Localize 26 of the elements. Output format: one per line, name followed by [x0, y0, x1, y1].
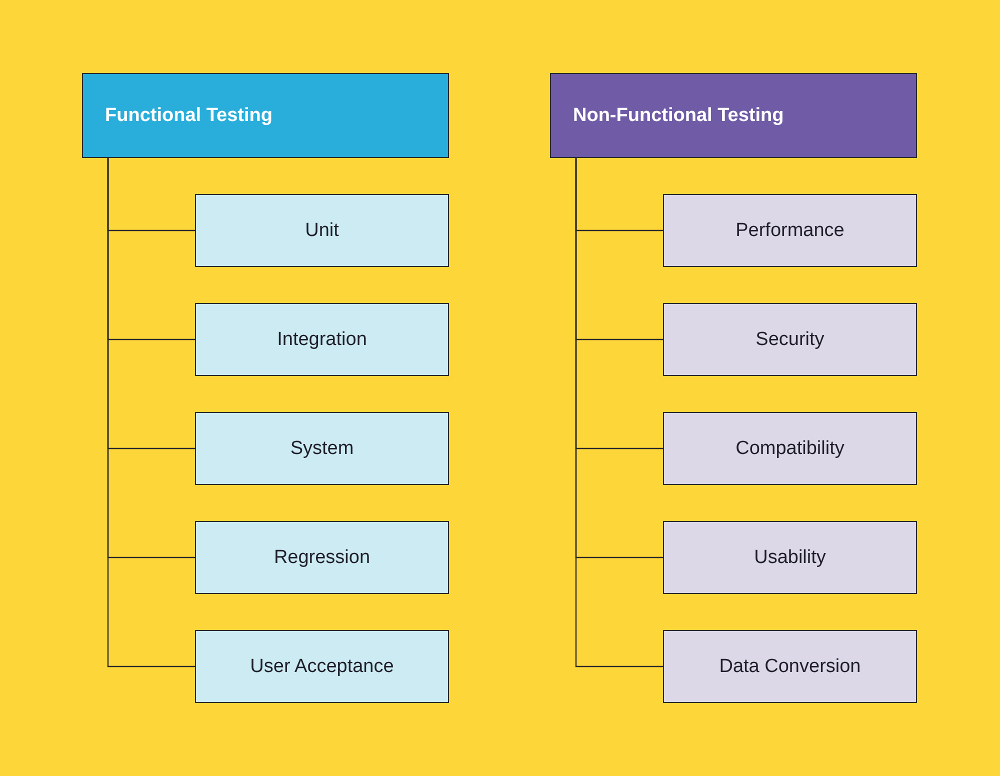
test-type-label: Performance [736, 220, 844, 242]
test-type-box [663, 630, 917, 703]
category-header-box [82, 73, 449, 158]
connector-line [107, 158, 195, 668]
test-type-label: User Acceptance [250, 656, 394, 678]
test-type-box [663, 412, 917, 485]
test-type-box [195, 521, 449, 594]
category-title: Non-Functional Testing [573, 104, 784, 126]
test-type-label: Data Conversion [719, 656, 861, 678]
test-type-label: Unit [305, 220, 339, 242]
test-type-label: Regression [274, 546, 370, 568]
test-type-box [663, 521, 917, 594]
test-type-label: Compatibility [736, 438, 844, 460]
test-type-box [195, 630, 449, 703]
test-type-box [663, 194, 917, 267]
test-type-box [663, 303, 917, 376]
test-type-label: Integration [277, 328, 367, 350]
category-header-box [550, 73, 917, 158]
category-title: Functional Testing [105, 104, 272, 126]
connector-line [575, 158, 663, 668]
test-type-box [195, 303, 449, 376]
test-type-label: Security [756, 328, 824, 350]
test-type-box [195, 412, 449, 485]
test-type-box [195, 194, 449, 267]
test-type-label: System [290, 438, 354, 460]
test-type-label: Usability [754, 546, 826, 568]
